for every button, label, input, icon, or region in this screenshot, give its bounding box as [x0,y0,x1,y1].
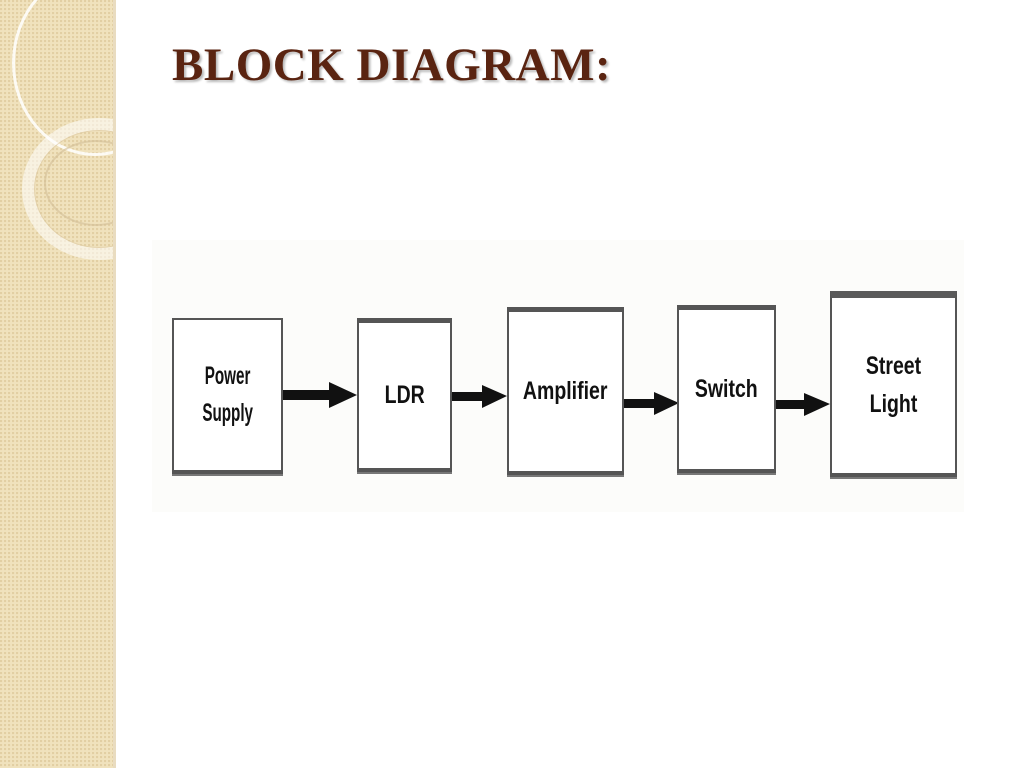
power-supply-label-line1: Power [204,361,251,390]
slide-title: BLOCK DIAGRAM: [172,39,612,91]
ldr-label: LDR [384,380,425,409]
arrow-power-to-ldr [283,382,357,408]
amplifier-label: Amplifier [523,376,608,405]
street-light-block: Street Light [830,291,957,477]
power-supply-label: Power Supply [195,358,260,433]
block-diagram: Power Supply LDR Amplifier Switch Street… [152,240,964,512]
arrow-ldr-to-amplifier [452,385,507,408]
decorative-sidebar [0,0,113,768]
switch-label: Switch [695,374,758,403]
power-supply-block: Power Supply [172,318,283,474]
ldr-block: LDR [357,318,452,472]
arrow-amplifier-to-switch [624,392,679,415]
street-light-label: Street Light [865,352,922,418]
switch-block: Switch [677,305,776,473]
amplifier-block: Amplifier [507,307,624,475]
arrow-switch-to-street-light [776,393,830,416]
power-supply-label-line2: Supply [202,399,253,427]
sidebar-divider [113,0,116,768]
